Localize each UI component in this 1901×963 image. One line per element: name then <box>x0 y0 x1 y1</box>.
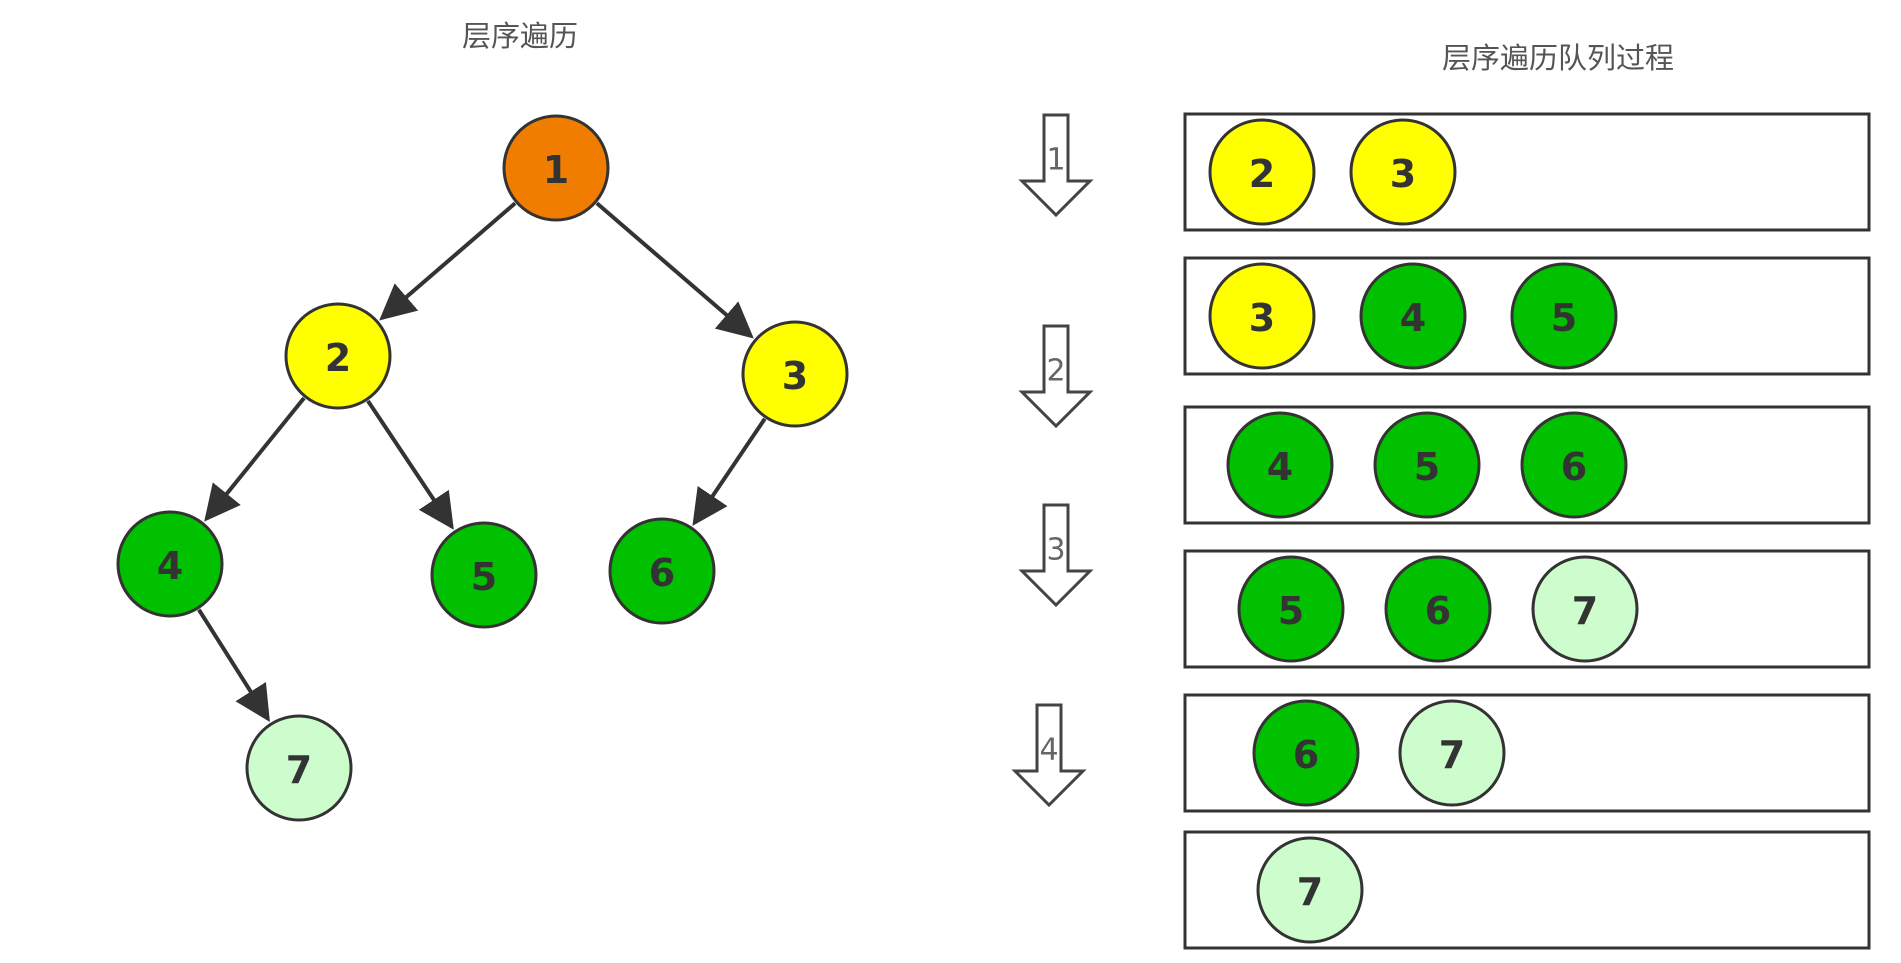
svg-text:5: 5 <box>1278 589 1304 633</box>
queue-item: 7 <box>1531 555 1639 663</box>
svg-text:7: 7 <box>1297 870 1323 914</box>
svg-text:7: 7 <box>1572 589 1598 633</box>
svg-text:1: 1 <box>1046 143 1065 178</box>
queue-item: 6 <box>1252 699 1360 807</box>
queue-item: 7 <box>1398 699 1506 807</box>
queue-row-4: 5 6 7 <box>1183 549 1871 669</box>
queue-item: 4 <box>1226 411 1334 519</box>
queue-item: 5 <box>1237 555 1345 663</box>
svg-text:7: 7 <box>1439 733 1465 777</box>
svg-text:2: 2 <box>325 336 351 380</box>
svg-text:6: 6 <box>1561 445 1587 489</box>
step-arrow-3: 3 <box>1018 503 1094 608</box>
step-arrow-2: 2 <box>1018 324 1094 429</box>
queue-item: 3 <box>1208 262 1316 370</box>
left-title: 层序遍历 <box>462 19 578 53</box>
step-arrow-1: 1 <box>1018 113 1094 218</box>
tree-node-6: 6 <box>608 517 716 625</box>
queue-item: 5 <box>1373 411 1481 519</box>
svg-text:6: 6 <box>1293 733 1319 777</box>
svg-text:5: 5 <box>1551 296 1577 340</box>
svg-text:4: 4 <box>1039 733 1058 768</box>
tree-edges <box>197 201 767 723</box>
svg-text:3: 3 <box>782 354 808 398</box>
svg-text:2: 2 <box>1046 354 1065 389</box>
svg-text:5: 5 <box>471 555 497 599</box>
svg-text:6: 6 <box>649 551 675 595</box>
tree-node-3: 3 <box>741 320 849 428</box>
queue-item: 5 <box>1510 262 1618 370</box>
queue-row-3: 4 5 6 <box>1183 405 1871 525</box>
step-arrow-4: 4 <box>1011 703 1087 808</box>
svg-text:3: 3 <box>1249 296 1275 340</box>
svg-text:3: 3 <box>1390 152 1416 196</box>
tree-edge-1-3 <box>595 201 754 339</box>
queue-item: 7 <box>1256 836 1364 944</box>
queue-item: 3 <box>1349 118 1457 226</box>
tree-edge-1-2 <box>379 201 517 321</box>
tree-node-1: 1 <box>502 114 610 222</box>
svg-text:4: 4 <box>157 544 183 588</box>
tree-node-2: 2 <box>284 302 392 410</box>
tree-edge-3-6 <box>692 417 767 526</box>
tree-edge-2-4 <box>204 396 306 522</box>
svg-text:4: 4 <box>1267 445 1293 489</box>
tree-node-4: 4 <box>116 510 224 618</box>
queue-item: 4 <box>1359 262 1467 370</box>
svg-text:3: 3 <box>1046 533 1065 568</box>
tree-edge-2-5 <box>366 399 454 530</box>
svg-text:4: 4 <box>1400 296 1426 340</box>
svg-text:2: 2 <box>1249 152 1275 196</box>
queue-item: 6 <box>1520 411 1628 519</box>
queue-item: 6 <box>1384 555 1492 663</box>
right-title: 层序遍历队列过程 <box>1442 41 1674 75</box>
tree-nodes: 1 2 3 4 5 6 7 <box>116 114 849 822</box>
svg-text:6: 6 <box>1425 589 1451 633</box>
svg-text:5: 5 <box>1414 445 1440 489</box>
svg-text:7: 7 <box>286 748 312 792</box>
queue-item: 2 <box>1208 118 1316 226</box>
queue-row-6: 7 <box>1183 830 1871 950</box>
queue-row-2: 3 4 5 <box>1183 256 1871 376</box>
step-arrows: 1 2 3 4 <box>1011 113 1094 808</box>
svg-text:1: 1 <box>543 148 569 192</box>
tree-edge-4-7 <box>197 608 270 723</box>
tree-node-5: 5 <box>430 521 538 629</box>
tree-node-7: 7 <box>245 714 353 822</box>
